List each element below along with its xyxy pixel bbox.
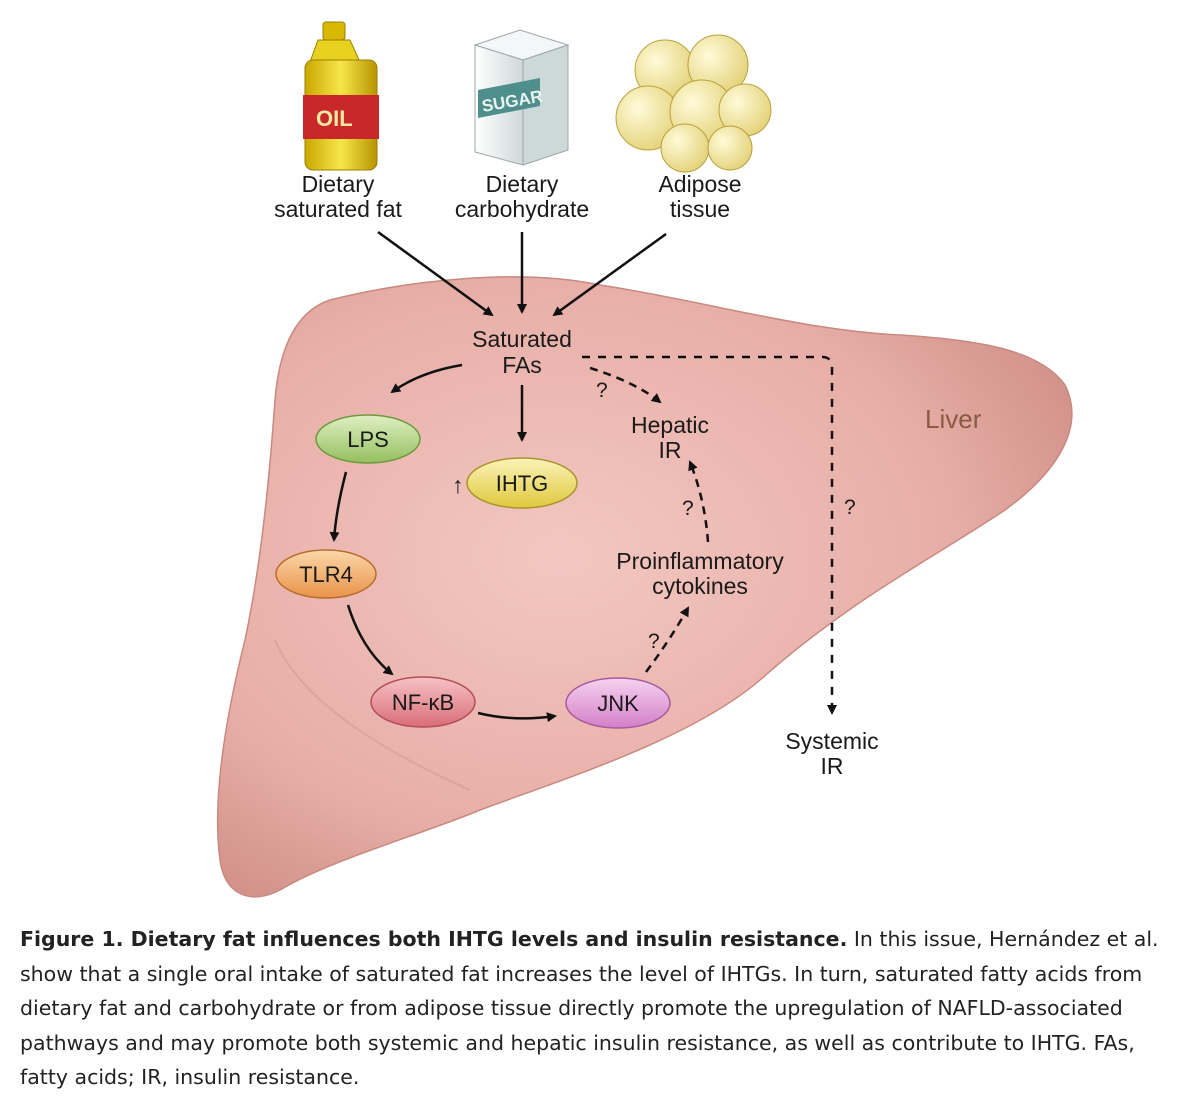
hepatic-ir-line2: IR xyxy=(659,437,682,463)
oil-bottle-icon: OIL xyxy=(303,21,379,171)
source-label-carb-line1: Dietary xyxy=(486,171,559,197)
source-label-adipose-line1: Adipose xyxy=(658,171,741,197)
liver-label: Liver xyxy=(925,404,982,434)
systemic-ir-line1: Systemic xyxy=(785,728,878,754)
question-mark-cytokines: ? xyxy=(682,497,694,520)
cytokines-line2: cytokines xyxy=(652,573,748,599)
liver-shape xyxy=(216,276,1073,898)
figure-caption: Figure 1. Dietary fat influences both IH… xyxy=(20,922,1182,1095)
arrow-adipose-to-fas xyxy=(552,232,667,317)
liver-lobe-line xyxy=(274,639,471,791)
question-mark-jnk: ? xyxy=(648,630,660,653)
tlr4-node: TLR4 xyxy=(275,549,377,599)
systemic-ir-line2: IR xyxy=(821,753,844,779)
hepatic-ir-line1: Hepatic xyxy=(631,412,709,438)
increase-arrow-icon: ↑ xyxy=(452,472,464,498)
lps-node: LPS xyxy=(315,414,421,464)
jnk-node: JNK xyxy=(565,677,671,729)
arrow-lps-to-tlr4 xyxy=(329,471,348,542)
arrow-jnk-to-cytokines xyxy=(644,606,690,673)
arrow-fat-to-fas xyxy=(377,230,494,317)
source-label-fat-line2: saturated fat xyxy=(274,196,402,222)
caption-title: Figure 1. Dietary fat influences both IH… xyxy=(20,927,848,951)
source-label-adipose-line2: tissue xyxy=(670,196,730,222)
saturated-fas-line2: FAs xyxy=(502,352,542,378)
arrow-nfkb-to-jnk xyxy=(477,711,557,723)
question-mark-hepatic: ? xyxy=(596,379,608,402)
tlr4-label: TLR4 xyxy=(299,562,353,587)
arrow-cytokines-to-hepatic-ir xyxy=(688,460,710,543)
adipose-tissue-icon xyxy=(615,34,772,173)
arrow-fas-to-lps xyxy=(390,363,463,394)
cytokines-line1: Proinflammatory xyxy=(616,548,784,574)
nfkb-node: NF-κB xyxy=(370,676,476,728)
sugar-box-icon: SUGAR xyxy=(473,29,570,166)
saturated-fas-line1: Saturated xyxy=(472,326,572,352)
pathway-diagram: Liver OIL SUGAR Dietary saturated fat Di… xyxy=(216,21,1073,898)
ihtg-node: IHTG xyxy=(466,457,578,509)
source-label-carb-line2: carbohydrate xyxy=(455,196,589,222)
ihtg-label: IHTG xyxy=(496,471,549,496)
lps-label: LPS xyxy=(347,427,389,452)
caption-body: In this issue, Hernández et al. show tha… xyxy=(20,927,1159,1089)
jnk-label: JNK xyxy=(597,691,639,716)
nfkb-label: NF-κB xyxy=(392,690,454,715)
source-label-fat-line1: Dietary xyxy=(302,171,375,197)
arrow-tlr4-to-nfkb xyxy=(346,604,394,676)
arrow-fas-to-systemic-ir xyxy=(582,355,837,715)
arrow-fas-to-hepatic-ir xyxy=(589,366,662,404)
question-mark-systemic: ? xyxy=(844,496,856,519)
svg-text:OIL: OIL xyxy=(316,106,353,131)
